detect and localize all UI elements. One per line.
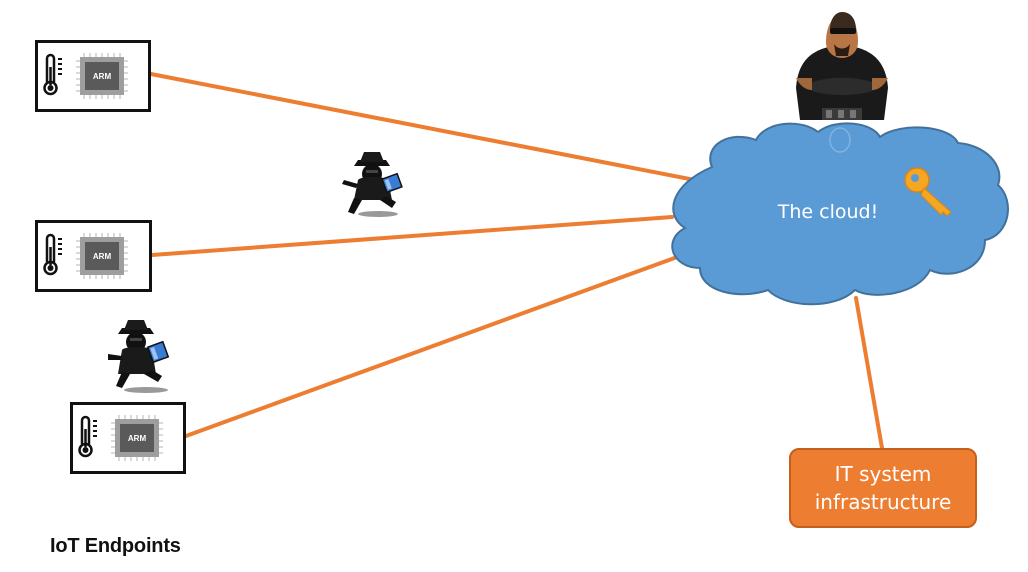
svg-text:ARM: ARM (128, 434, 147, 443)
hacker-thief-icon (342, 152, 403, 217)
key-icon (904, 167, 952, 217)
connection-line-device-1 (149, 72, 707, 184)
hacker-thief-icon (108, 320, 170, 393)
cloud-shape (671, 122, 1009, 306)
iot-device-2: ARM (35, 220, 152, 292)
arm-chip-icon: ARM (76, 53, 128, 99)
arm-chip-icon: ARM (111, 415, 163, 461)
connection-line-device-3 (184, 254, 682, 438)
thermometer-icon (43, 53, 62, 96)
it-system-label: IT system infrastructure (814, 462, 952, 514)
connection-lines (149, 72, 884, 450)
cloud-label: The cloud! (777, 201, 879, 223)
arm-chip-icon: ARM (76, 233, 128, 279)
connection-line-device-2 (150, 215, 674, 257)
thermometer-icon (43, 233, 62, 276)
bouncer-guard-icon (796, 12, 888, 120)
iot-device-1: ARM (35, 40, 151, 112)
connection-line-it-system (854, 296, 884, 450)
iot-device-3: ARM (70, 402, 186, 474)
it-system-box: IT system infrastructure (789, 448, 977, 528)
thermometer-icon (78, 415, 97, 458)
svg-text:ARM: ARM (93, 72, 112, 81)
iot-endpoints-label: IoT Endpoints (50, 535, 181, 557)
svg-text:ARM: ARM (93, 252, 112, 261)
